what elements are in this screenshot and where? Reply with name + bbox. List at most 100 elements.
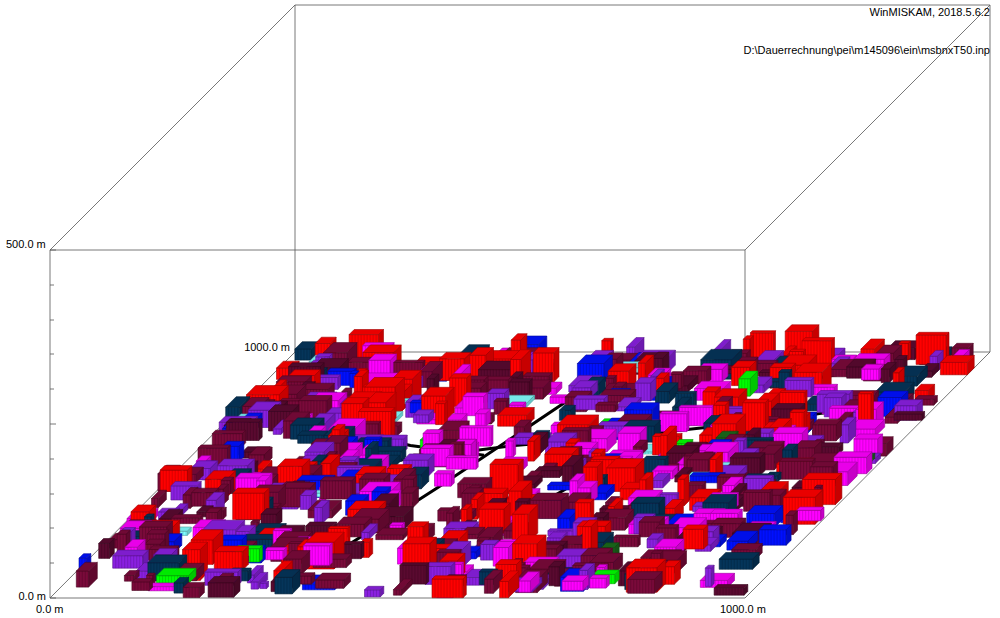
building-roof — [915, 396, 937, 400]
building — [528, 435, 541, 461]
building-roof — [670, 372, 684, 375]
building-roof — [509, 402, 526, 405]
building-roof — [302, 383, 335, 389]
building-roof — [811, 462, 838, 467]
building-roof — [299, 396, 332, 401]
building — [446, 455, 478, 469]
building — [436, 401, 448, 425]
building-roof — [574, 395, 608, 399]
building-side — [491, 425, 493, 446]
building-roof — [421, 445, 453, 449]
building-side — [513, 438, 516, 457]
building-front — [273, 429, 281, 435]
building-side — [687, 411, 689, 431]
buildings — [76, 325, 974, 598]
building-front — [940, 362, 967, 374]
building-roof — [328, 368, 356, 371]
building-roof — [780, 390, 807, 392]
building-roof — [316, 354, 333, 357]
building-roof — [494, 398, 509, 401]
building-roof — [596, 402, 618, 405]
building-roof — [743, 399, 769, 403]
building-roof — [899, 341, 911, 343]
building-roof — [435, 470, 455, 473]
building-roof — [739, 357, 758, 360]
building-roof — [535, 467, 563, 471]
building — [506, 438, 516, 457]
building-side — [554, 348, 559, 382]
building-front — [413, 415, 428, 423]
building-front — [656, 392, 670, 404]
building-roof — [349, 330, 383, 335]
building-side — [908, 341, 910, 360]
building-roof — [858, 391, 873, 393]
building-roof — [785, 377, 814, 380]
building-roof — [802, 338, 835, 341]
building-roof — [643, 456, 668, 459]
building-roof — [510, 379, 533, 382]
building-front — [295, 349, 311, 360]
building-roof — [217, 459, 254, 466]
building — [940, 355, 974, 374]
building-roof — [773, 427, 808, 433]
building-front — [862, 369, 879, 380]
building-roof — [394, 360, 425, 362]
building-front — [528, 441, 535, 461]
axis-ticks — [50, 250, 56, 598]
building-roof — [460, 425, 494, 427]
box-edge — [50, 5, 295, 250]
building-roof — [212, 430, 245, 433]
building-front — [894, 414, 922, 420]
building-roof — [359, 408, 395, 412]
building — [858, 391, 873, 423]
building-roof — [562, 427, 591, 430]
building-front — [436, 404, 445, 425]
building-roof — [388, 465, 412, 469]
building-roof — [854, 354, 890, 360]
building-roof — [523, 373, 552, 377]
building-roof — [198, 445, 230, 448]
building-roof — [790, 349, 806, 351]
building-front — [743, 403, 765, 431]
building-roof — [829, 406, 860, 409]
building-roof — [780, 458, 816, 461]
building-roof — [779, 370, 792, 373]
building-roof — [894, 411, 924, 414]
building-roof — [679, 405, 714, 407]
building — [413, 410, 433, 423]
building-front — [435, 474, 452, 487]
building-roof — [730, 453, 765, 458]
building-roof — [160, 466, 192, 471]
building-roof — [490, 459, 523, 464]
building-roof — [298, 431, 328, 435]
building-side — [391, 408, 395, 439]
building-roof — [618, 414, 651, 420]
building-roof — [446, 455, 478, 457]
building — [435, 470, 455, 486]
building — [894, 411, 924, 420]
building-roof — [813, 419, 842, 425]
building-roof — [854, 434, 883, 439]
building-roof — [423, 430, 443, 434]
building-roof — [602, 338, 614, 340]
building-roof — [717, 474, 746, 477]
building-roof — [772, 404, 805, 409]
building-roof — [599, 390, 636, 396]
building-roof — [684, 366, 712, 371]
building-roof — [624, 420, 660, 426]
building-roof — [770, 363, 796, 367]
building-roof — [365, 437, 382, 439]
building-roof — [463, 393, 488, 397]
building — [862, 364, 884, 380]
building-front — [881, 369, 889, 383]
box-edge — [745, 5, 990, 250]
building-roof — [916, 332, 949, 335]
building-side — [871, 391, 873, 423]
building-roof — [834, 452, 872, 457]
building — [475, 409, 490, 427]
building-roof — [660, 411, 689, 413]
building-roof — [450, 442, 465, 444]
building-roof — [289, 363, 325, 367]
